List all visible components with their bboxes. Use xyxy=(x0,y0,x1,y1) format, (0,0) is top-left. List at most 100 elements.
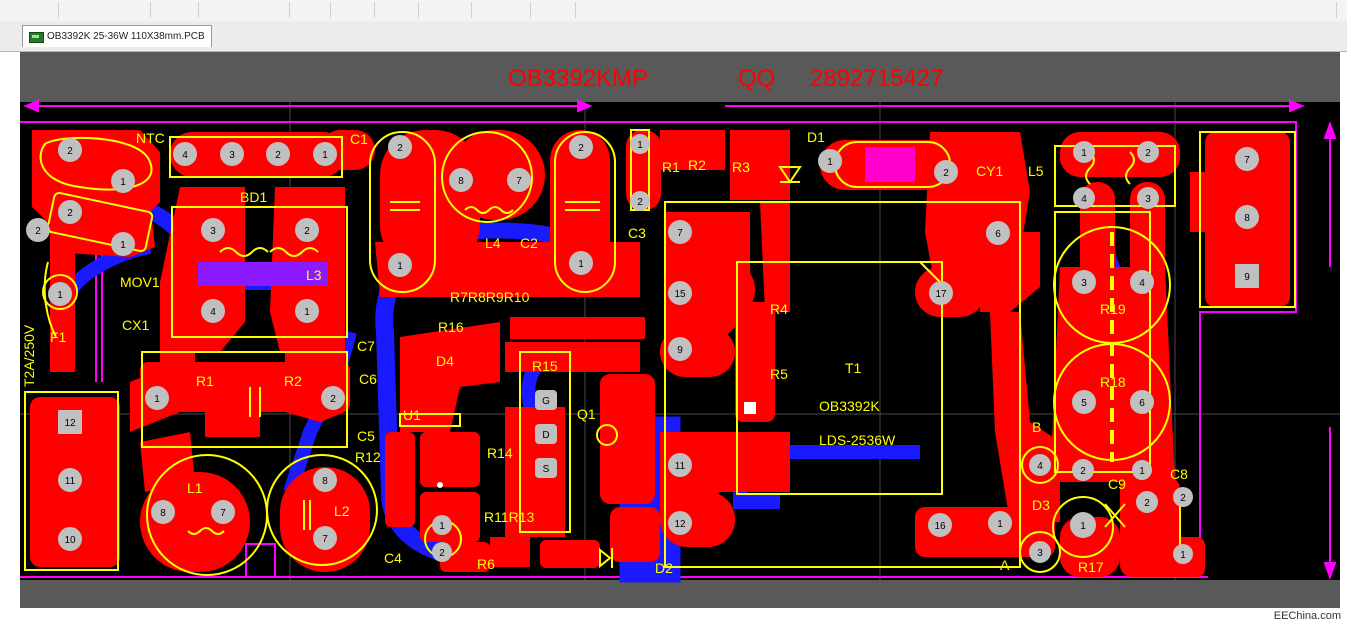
pad-number: 1 xyxy=(397,261,403,272)
ref-f1: F1 xyxy=(50,329,67,345)
ref-cy1: CY1 xyxy=(976,163,1003,179)
l3-coil-body xyxy=(198,262,328,286)
pad-number: 4 xyxy=(182,150,188,161)
pad-number: 1 xyxy=(1080,521,1086,532)
reference-designators: NTC BD1 C1 D1 CY1 L5 MOV1 L3 L4 C2 C3 R1… xyxy=(21,129,1188,576)
pad-number: 2 xyxy=(578,143,584,154)
ref-cx1: CX1 xyxy=(122,317,149,333)
title-qq-number: 2892715427 xyxy=(810,65,943,92)
pad-number: 2 xyxy=(943,168,949,179)
board-bottom-margin xyxy=(20,580,1340,608)
title-qq-label: QQ xyxy=(738,65,775,92)
ref-c9: C9 xyxy=(1108,476,1126,492)
pad-number: 1 xyxy=(578,259,584,270)
pad-number: 6 xyxy=(995,229,1001,240)
pad-number: 1 xyxy=(827,157,833,168)
pad-number: 3 xyxy=(210,226,216,237)
ref-r1: R1 xyxy=(196,373,214,389)
pad-number: 8 xyxy=(458,176,464,187)
ref-r6: R6 xyxy=(477,556,495,572)
drain-pad-label: D xyxy=(542,430,549,441)
pad-number: 3 xyxy=(1145,194,1151,205)
board-top-margin xyxy=(20,52,1340,102)
ref-c5: C5 xyxy=(357,428,375,444)
pad-number: 5 xyxy=(1081,398,1087,409)
ref-c8: C8 xyxy=(1170,466,1188,482)
transformer-model: OB3392K xyxy=(819,398,880,414)
pad-number: 3 xyxy=(229,150,235,161)
ref-r14: R14 xyxy=(487,445,513,461)
ref-b: B xyxy=(1032,419,1041,435)
ref-r18: R18 xyxy=(1100,374,1126,390)
menu-strip xyxy=(0,0,1347,22)
tab-label: OB3392K 25-36W 110X38mm.PCB xyxy=(47,31,205,42)
ref-c1: C1 xyxy=(350,131,368,147)
pad-number: 2 xyxy=(67,208,73,219)
ref-u1: U1 xyxy=(403,407,421,423)
d1-body xyxy=(865,147,915,182)
ref-l4: L4 xyxy=(485,235,501,251)
pad-number: 12 xyxy=(64,418,76,429)
u1-pin-marker xyxy=(437,482,443,488)
pad-number: 9 xyxy=(1244,272,1250,283)
ref-r1-top: R1 xyxy=(662,159,680,175)
fuse-rating: T2A/250V xyxy=(21,324,37,387)
dimension-arrows xyxy=(23,99,1337,580)
ref-a: A xyxy=(1000,557,1010,573)
pad-number: 7 xyxy=(1244,155,1250,166)
pad-number: 7 xyxy=(516,176,522,187)
pad-number: 4 xyxy=(1139,278,1145,289)
pcb-canvas[interactable]: 2 1 2 1 2 1 4 3 2 1 3 2 4 1 1 2 12 11 10… xyxy=(20,52,1340,608)
pad-number: 15 xyxy=(674,289,686,300)
pcb-document-icon xyxy=(29,32,44,43)
pad-number: 11 xyxy=(675,461,686,472)
pad-number: 4 xyxy=(1081,194,1087,205)
pad-number: 2 xyxy=(67,146,73,157)
pad-number: 1 xyxy=(1180,550,1186,561)
pad-number: 1 xyxy=(439,521,445,532)
pad-number: 7 xyxy=(322,534,328,545)
pad-number: 11 xyxy=(65,476,76,487)
pad-number: 1 xyxy=(120,177,126,188)
pad-number: 2 xyxy=(1145,148,1151,159)
ref-c7: C7 xyxy=(357,338,375,354)
r5-marker xyxy=(744,402,756,414)
pad-number: 2 xyxy=(330,394,336,405)
source-pad-label: S xyxy=(543,464,550,475)
pad-number: 1 xyxy=(322,150,328,161)
pad-number: 1 xyxy=(120,240,126,251)
pad-number: 2 xyxy=(1080,466,1086,477)
pad-number: 16 xyxy=(934,521,946,532)
transformer-code: LDS-2536W xyxy=(819,432,896,448)
ref-l2: L2 xyxy=(334,503,350,519)
board-title: OB3392KMP QQ 2892715427 xyxy=(508,65,943,92)
ref-d4: D4 xyxy=(436,353,454,369)
pad-number: 2 xyxy=(637,197,643,208)
pad-number: 1 xyxy=(997,519,1003,530)
ref-ntc: NTC xyxy=(136,130,165,146)
ref-l5: L5 xyxy=(1028,163,1044,179)
pad-number: 2 xyxy=(1180,493,1186,504)
ref-mov1: MOV1 xyxy=(120,274,160,290)
ref-c4: C4 xyxy=(384,550,402,566)
pad-number: 8 xyxy=(1244,213,1250,224)
pad-number-layer: 2 1 2 1 2 1 4 3 2 1 3 2 4 1 1 2 12 11 10… xyxy=(35,140,1250,561)
status-area: EEChina.com xyxy=(0,608,1347,627)
pad-number: 6 xyxy=(1139,398,1145,409)
ref-r16: R16 xyxy=(438,319,464,335)
ref-r2: R2 xyxy=(284,373,302,389)
ref-d1: D1 xyxy=(807,129,825,145)
pad-number: 12 xyxy=(674,519,686,530)
pad-number: 3 xyxy=(1081,278,1087,289)
ref-r11r13: R11R13 xyxy=(484,509,535,525)
component-symbols xyxy=(187,151,1135,569)
ref-r19: R19 xyxy=(1100,301,1126,317)
watermark-text: EEChina.com xyxy=(1273,610,1341,622)
ref-r15: R15 xyxy=(532,358,558,374)
tab-pcb-document[interactable]: OB3392K 25-36W 110X38mm.PCB xyxy=(22,25,212,47)
ref-c6: C6 xyxy=(359,371,377,387)
title-part-number: OB3392KMP xyxy=(508,65,648,92)
pads xyxy=(26,134,1259,564)
ref-d3: D3 xyxy=(1032,497,1050,513)
pad-number: 3 xyxy=(1037,548,1043,559)
